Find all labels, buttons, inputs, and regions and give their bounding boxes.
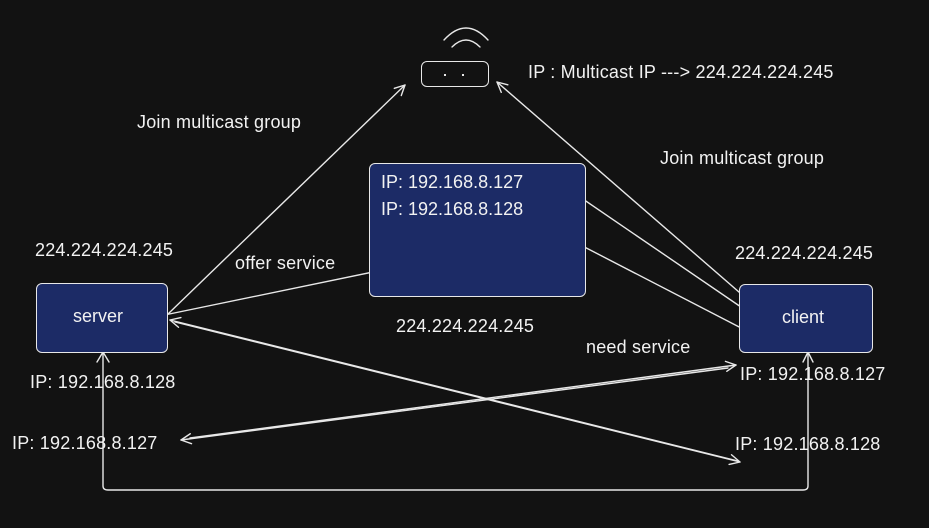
router-led-icon [462, 74, 464, 76]
client-multicast-label: 224.224.224.245 [735, 243, 874, 263]
to-client-ip-label: IP: 192.168.8.128 [735, 434, 881, 454]
client-node: client [739, 284, 873, 353]
arrow-server-join-group [167, 84, 406, 315]
router-led-icon [444, 74, 446, 76]
client-ip-label: IP: 192.168.8.127 [740, 364, 886, 384]
connector-bottom-loop [102, 351, 814, 491]
wifi-signal-inner-icon [451, 39, 481, 48]
service-registry-box: IP: 192.168.8.127 IP: 192.168.8.128 [369, 163, 586, 297]
router-ip-label: IP : Multicast IP ---> 224.224.224.245 [528, 62, 834, 82]
to-server-ip-label: IP: 192.168.8.127 [12, 433, 158, 453]
client-label: client [782, 307, 825, 327]
arrow-client-join-group [496, 81, 763, 313]
server-join-label: Join multicast group [137, 112, 302, 132]
wifi-signal-icon [443, 27, 489, 41]
arrow-offer-service [149, 262, 403, 319]
router-icon [421, 61, 489, 87]
server-ip-label: IP: 192.168.8.128 [30, 372, 176, 392]
offer-service-label: offer service [235, 253, 336, 273]
server-node: server [36, 283, 168, 353]
server-multicast-label: 224.224.224.245 [35, 240, 174, 260]
need-service-label: need service [586, 337, 691, 357]
registry-entry: IP: 192.168.8.128 [381, 199, 524, 219]
registry-multicast-label: 224.224.224.245 [396, 316, 535, 336]
registry-entry: IP: 192.168.8.127 [381, 172, 524, 192]
arrow-server-client-direct-back [174, 321, 741, 466]
server-label: server [73, 306, 124, 326]
client-join-label: Join multicast group [660, 148, 825, 168]
arrow-client-to-registry [566, 237, 746, 331]
arrow-need-service-tail [189, 360, 737, 439]
arrow-registry-to-client [557, 181, 761, 321]
arrow-need-service [180, 367, 729, 445]
